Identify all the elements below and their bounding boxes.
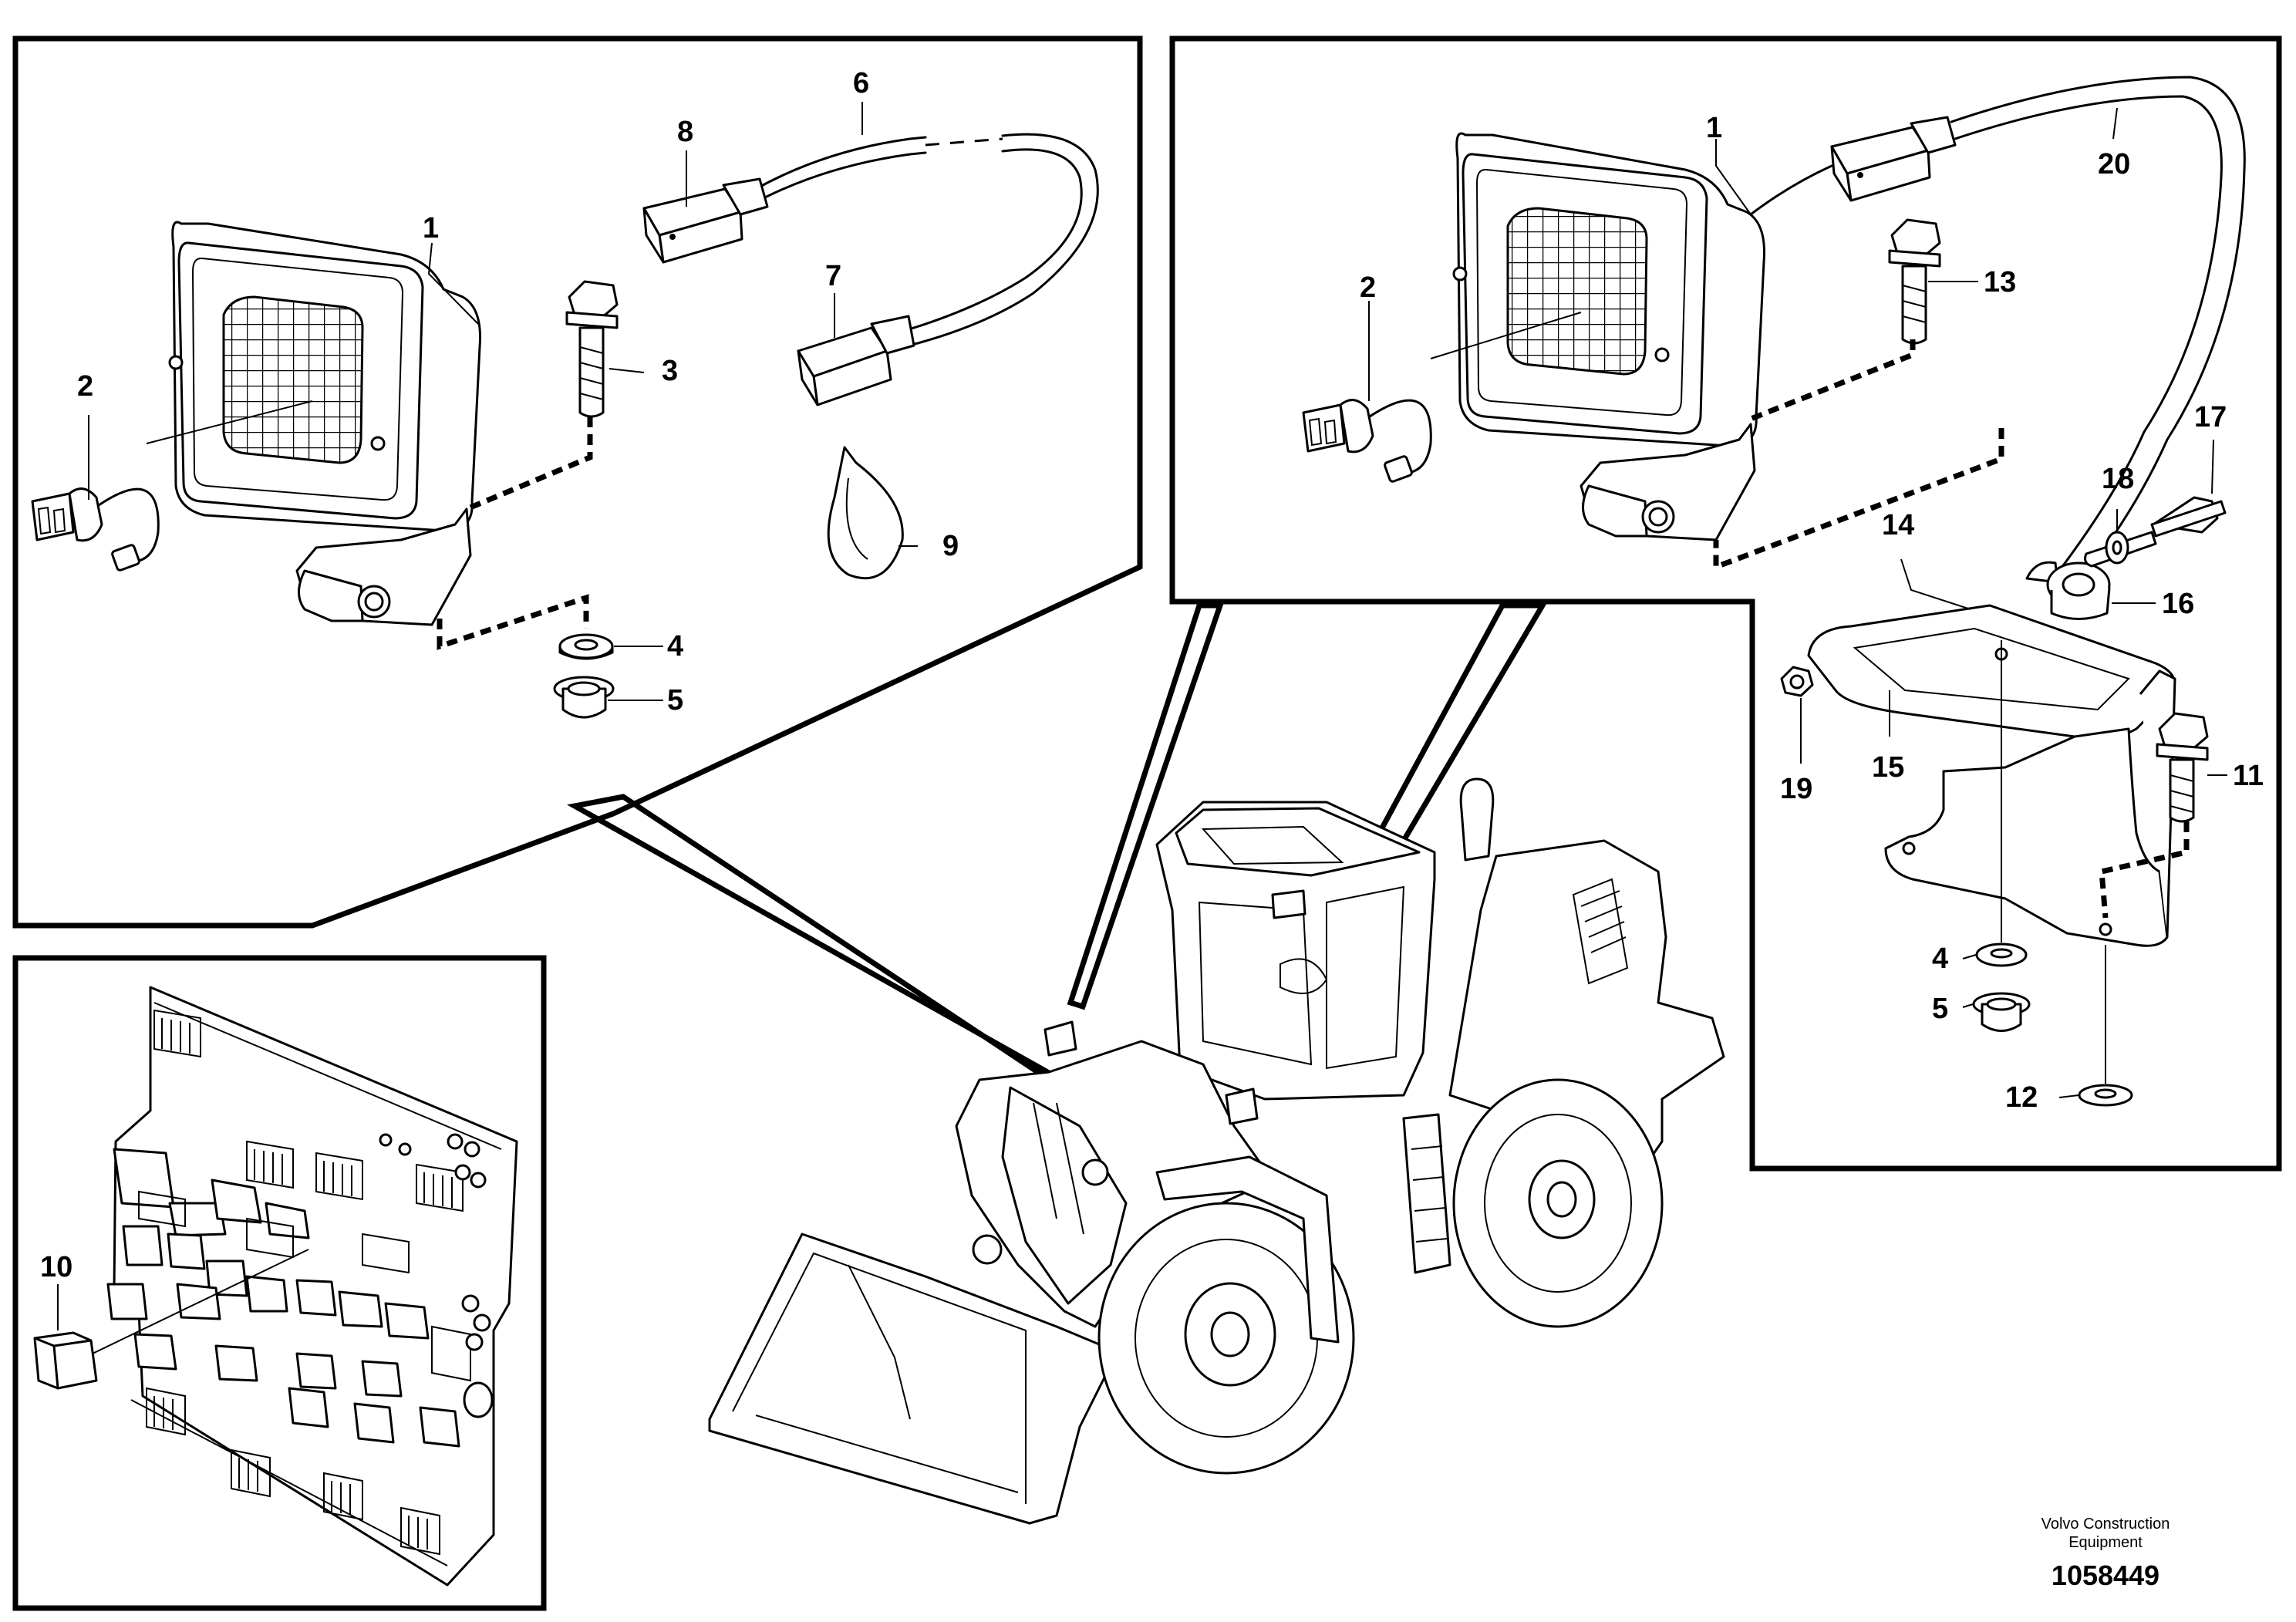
nut-5-left bbox=[553, 676, 615, 719]
clamp-16 bbox=[2025, 561, 2111, 620]
callouts-left: 1 2 3 4 5 6 7 8 9 bbox=[77, 67, 959, 717]
callout-9-left: 9 bbox=[942, 530, 959, 562]
bracket-14 bbox=[1807, 604, 2176, 947]
callouts-relay: 10 bbox=[40, 1251, 72, 1283]
callout-5-left: 5 bbox=[667, 684, 683, 717]
callout-18: 18 bbox=[2102, 463, 2134, 495]
callout-15: 15 bbox=[1872, 751, 1904, 784]
work-lamp-right bbox=[1452, 132, 1766, 541]
callout-3-left: 3 bbox=[662, 355, 678, 387]
callout-13: 13 bbox=[1984, 266, 2016, 298]
washer-18 bbox=[2105, 531, 2129, 565]
dashed-guides-right bbox=[1713, 339, 2190, 919]
washer-4-right bbox=[1975, 943, 2028, 967]
nut-5-right bbox=[1972, 992, 2031, 1032]
leaders-relay bbox=[57, 1249, 309, 1354]
lamp-bulb-left bbox=[31, 487, 160, 572]
callout-17: 17 bbox=[2194, 401, 2227, 433]
callout-8-left: 8 bbox=[677, 116, 693, 148]
leaders-left bbox=[88, 102, 918, 701]
cable-tie-9 bbox=[827, 446, 904, 580]
callout-11: 11 bbox=[2233, 760, 2264, 792]
connector-20-cable bbox=[1749, 76, 2246, 594]
callout-4-left: 4 bbox=[667, 630, 683, 663]
frame-relay-panel bbox=[12, 955, 547, 1611]
bolt-17 bbox=[2084, 496, 2227, 568]
callout-19: 19 bbox=[1780, 773, 1812, 805]
company-name-line2: Equipment bbox=[2068, 1534, 2143, 1551]
footer-block: Volvo Construction Equipment 1058449 bbox=[2041, 1516, 2170, 1591]
callout-14: 14 bbox=[1882, 509, 1914, 541]
relay-10 bbox=[33, 1331, 98, 1390]
company-name-line1: Volvo Construction bbox=[2041, 1516, 2170, 1533]
dashed-guides-left bbox=[437, 416, 593, 650]
washer-4-left bbox=[558, 633, 614, 660]
callout-4-right: 4 bbox=[1932, 943, 1948, 975]
connector-8 bbox=[642, 177, 769, 264]
leaders-right bbox=[1368, 107, 2227, 1098]
callout-2-right: 2 bbox=[1360, 271, 1376, 304]
bolt-3 bbox=[565, 280, 619, 418]
washer-12 bbox=[2078, 1084, 2133, 1107]
frame-left-panel bbox=[12, 35, 1143, 929]
bolt-13 bbox=[1888, 218, 1941, 345]
callouts-right: 1 2 13 20 17 18 14 16 19 15 11 4 5 12 bbox=[1360, 112, 2264, 1114]
callout-6-left: 6 bbox=[853, 67, 869, 99]
wheel-loader bbox=[708, 777, 1725, 1525]
callout-1-right: 1 bbox=[1706, 112, 1722, 144]
callout-5-right: 5 bbox=[1932, 993, 1948, 1025]
connector-7 bbox=[797, 315, 915, 406]
lamp-cable-left bbox=[754, 133, 1099, 347]
frame-right-panel bbox=[1169, 35, 2282, 1172]
callout-1-left: 1 bbox=[423, 212, 439, 244]
relay-board bbox=[106, 986, 518, 1587]
callout-2-left: 2 bbox=[77, 370, 93, 403]
drawing-number: 1058449 bbox=[2052, 1560, 2159, 1591]
callout-16: 16 bbox=[2162, 588, 2194, 620]
nut-19 bbox=[1780, 666, 1814, 697]
callout-12: 12 bbox=[2005, 1081, 2038, 1114]
work-lamp-left bbox=[168, 221, 482, 626]
callout-10: 10 bbox=[40, 1251, 72, 1283]
lamp-bulb-right bbox=[1302, 399, 1432, 483]
callout-20: 20 bbox=[2098, 148, 2130, 180]
callout-7-left: 7 bbox=[825, 260, 841, 292]
bolt-11 bbox=[2156, 712, 2209, 823]
